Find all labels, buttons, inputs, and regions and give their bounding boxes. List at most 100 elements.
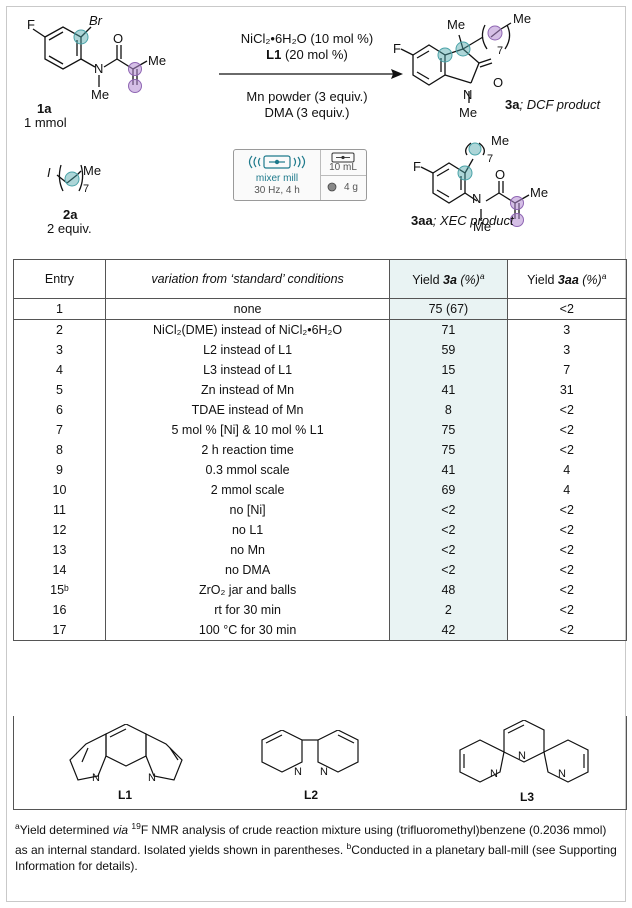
cell-entry: 16 (13, 600, 106, 620)
cell-variation: 2 mmol scale (104, 480, 391, 500)
atom-n-3a: N (463, 87, 473, 102)
vibration-jar-icon (248, 155, 306, 169)
cell-entry: 9 (13, 460, 106, 480)
cell-yield-3aa: <2 (506, 580, 628, 600)
mixer-mill-cell: mixer mill 30 Hz, 4 h (234, 150, 321, 200)
ligand-l3-structure (459, 720, 589, 783)
cell-yield-3a: <2 (389, 560, 508, 580)
ligand-l1-n2: N (148, 772, 156, 784)
cell-yield-3aa: 4 (506, 460, 628, 480)
cell-yield-3aa: 3 (506, 319, 628, 340)
results-table: Entry variation from ‘standard’ conditio… (13, 259, 628, 641)
cell-yield-3a: <2 (389, 500, 508, 520)
ligand-l2-n1: N (294, 766, 302, 778)
cell-entry: 1 (13, 298, 106, 320)
reactant-1a-structure (32, 26, 148, 93)
cell-variation: NiCl₂(DME) instead of NiCl₂•6H₂O (104, 319, 391, 340)
reaction-arrow (219, 69, 403, 79)
jar-cell: 10 mL (320, 150, 366, 176)
cell-variation: Zn instead of Mn (104, 380, 391, 400)
cell-entry: 5 (13, 380, 106, 400)
ligand-l1-label: L1 (118, 788, 133, 802)
cell-entry: 17 (13, 620, 106, 641)
atom-n: N (94, 61, 104, 76)
cell-yield-3a: 75 (389, 440, 508, 460)
cell-yield-3aa: <2 (506, 520, 628, 540)
cell-entry: 6 (13, 400, 106, 420)
ligand-l2-label: L2 (304, 788, 319, 802)
figure-frame: F Br N O Me Me 1a 1 mmol I Me 7 2a 2 equ… (6, 6, 628, 902)
ligand-l3-n1: N (518, 750, 526, 762)
cell-yield-3aa: <2 (506, 440, 628, 460)
repeat-count-3aa: 7 (487, 153, 494, 165)
atom-me-n-3a: Me (459, 105, 478, 120)
reactant-2a-label: 2a (63, 207, 78, 222)
cell-variation: no Mn (104, 540, 391, 560)
cell-variation: 5 mol % [Ni] & 10 mol % L1 (104, 420, 391, 440)
cell-yield-3aa: 7 (506, 360, 628, 380)
cell-entry: 3 (13, 340, 106, 360)
repeat-count-3a: 7 (497, 45, 504, 57)
cell-variation: ZrO₂ jar and balls (104, 580, 391, 600)
reactant-2a-amount: 2 equiv. (47, 221, 92, 236)
atom-me-c: Me (148, 53, 167, 68)
header-yield-3aa: Yield 3aa (%)a (506, 259, 628, 299)
reactant-1a-amount: 1 mmol (24, 115, 67, 130)
ligand-l3-n2: N (490, 768, 498, 780)
atom-br: Br (89, 13, 102, 28)
cell-variation: L3 instead of L1 (104, 360, 391, 380)
repeat-count-2a: 7 (83, 183, 90, 195)
ligand-l2-n2: N (320, 766, 328, 778)
cell-variation: no [Ni] (104, 500, 391, 520)
cell-yield-3aa: <2 (506, 540, 628, 560)
product-3a-label: 3a; DCF product (505, 97, 601, 112)
ligand-l3-label: L3 (520, 790, 535, 804)
ligand-l2-structure (261, 730, 359, 773)
cell-yield-3a: 71 (389, 319, 508, 340)
atom-n-3aa: N (472, 191, 482, 206)
table-footnote: aYield determined via 19F NMR analysis o… (15, 821, 617, 873)
header-entry: Entry (13, 259, 106, 299)
atom-o-3a: O (493, 75, 504, 90)
cell-variation: L2 instead of L1 (104, 340, 391, 360)
cell-yield-3a: 41 (389, 460, 508, 480)
cell-yield-3a: 8 (389, 400, 508, 420)
cell-yield-3aa: 3 (506, 340, 628, 360)
ligand-l1-n1: N (92, 772, 100, 784)
cell-variation: no DMA (104, 560, 391, 580)
atom-me-3aa-1: Me (491, 133, 510, 148)
atom-me-2a: Me (83, 163, 102, 178)
header-yield-3a: Yield 3a (%)a (389, 259, 508, 299)
atom-o-3aa: O (495, 167, 506, 182)
atom-f-3a: F (393, 41, 401, 56)
jar-volume: 10 mL (329, 162, 357, 173)
cell-yield-3a: 15 (389, 360, 508, 380)
condition-ligand: L1 (20 mol %) (266, 47, 348, 62)
ball-cell: 4 g (320, 175, 366, 200)
cell-variation: 100 °C for 30 min (104, 620, 391, 641)
reactant-2a-structure (56, 164, 84, 192)
cell-entry: 13 (13, 540, 106, 560)
cell-yield-3a: 41 (389, 380, 508, 400)
cell-yield-3a: <2 (389, 520, 508, 540)
cell-entry: 11 (13, 500, 106, 520)
ligand-l3-n3: N (558, 768, 566, 780)
ligands-panel: N N L1 N N L2 N (13, 716, 627, 810)
atom-me-3a-2: Me (513, 11, 532, 26)
cell-yield-3aa: <2 (506, 560, 628, 580)
cell-yield-3aa: <2 (506, 400, 628, 420)
cell-yield-3aa: <2 (506, 420, 628, 440)
cell-variation: rt for 30 min (104, 600, 391, 620)
product-3aa-structure (420, 142, 530, 227)
cell-entry: 10 (13, 480, 106, 500)
mixer-mill-label: mixer mill (255, 173, 299, 184)
